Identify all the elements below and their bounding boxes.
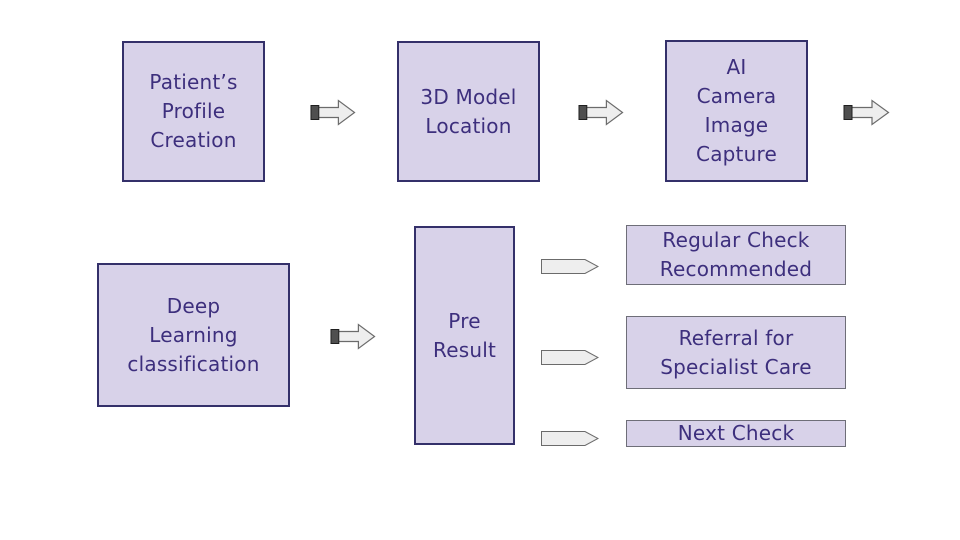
node-regular-check-recommended: Regular Check Recommended bbox=[626, 225, 846, 285]
right-pentagon-arrow-icon bbox=[541, 350, 599, 365]
node-3d-model-location: 3D Model Location bbox=[397, 41, 540, 182]
node-pre-result: Pre Result bbox=[414, 226, 515, 445]
right-block-arrow-icon bbox=[578, 99, 624, 126]
right-pentagon-arrow-icon bbox=[541, 431, 599, 446]
node-next-check: Next Check bbox=[626, 420, 846, 447]
node-ai-camera-image-capture: AI Camera Image Capture bbox=[665, 40, 808, 182]
node-referral-for-specialist-care: Referral for Specialist Care bbox=[626, 316, 846, 389]
right-pentagon-arrow-icon bbox=[541, 259, 599, 274]
node-patients-profile-creation: Patient’s Profile Creation bbox=[122, 41, 265, 182]
right-block-arrow-icon bbox=[330, 323, 376, 350]
right-block-arrow-icon bbox=[843, 99, 890, 126]
right-block-arrow-icon bbox=[310, 99, 356, 126]
node-deep-learning-classification: Deep Learning classification bbox=[97, 263, 290, 407]
